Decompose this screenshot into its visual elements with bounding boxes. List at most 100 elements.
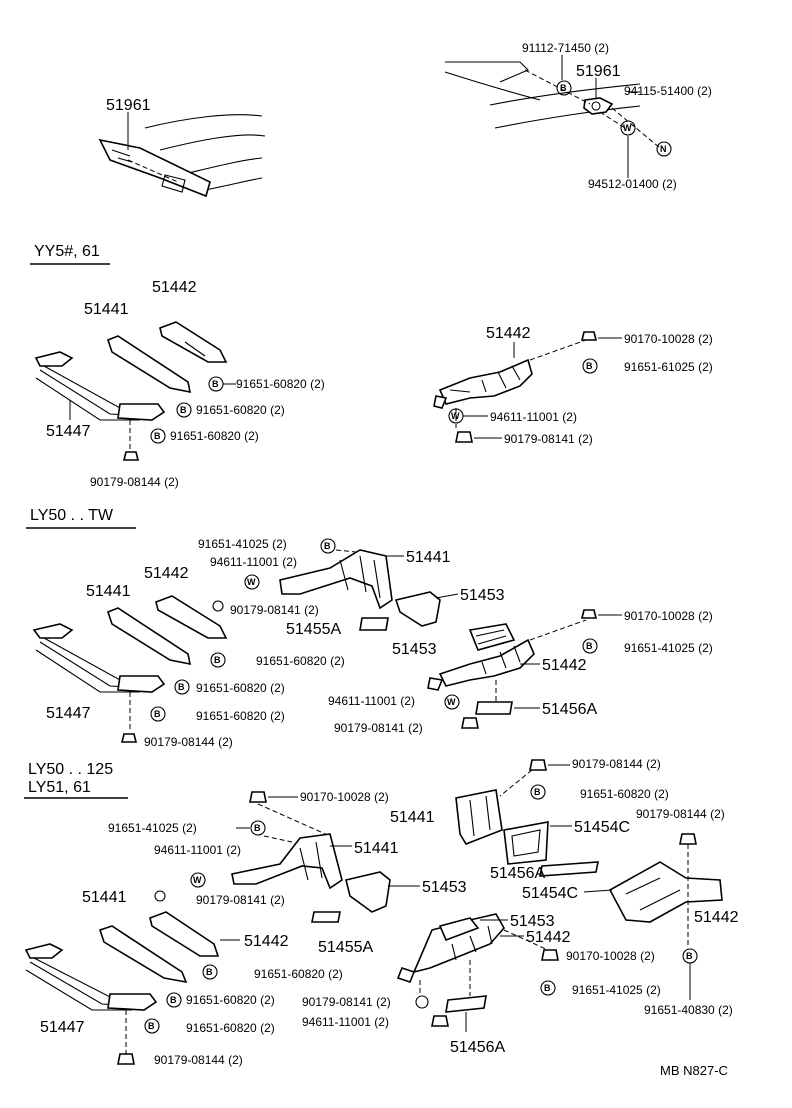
bolt-symbol bbox=[556, 80, 572, 96]
nut-icon bbox=[117, 1053, 135, 1065]
part-90170-10028-125: 90170-10028 (2) bbox=[300, 790, 389, 804]
part-91651-41025-tw: 91651-41025 (2) bbox=[624, 641, 713, 655]
washer-symbol bbox=[244, 574, 260, 590]
part-51456a-tw: 51456A bbox=[542, 701, 597, 718]
nut-icon bbox=[249, 791, 267, 803]
part-90179-08144-125-r1: 90179-08144 (2) bbox=[572, 757, 661, 771]
part-51455a-125: 51455A bbox=[318, 939, 373, 956]
section-title-yy: YY5#, 61 bbox=[34, 243, 100, 260]
bolt-symbol bbox=[144, 1018, 160, 1034]
bolt-symbol-letter: B bbox=[544, 983, 551, 993]
bolt-symbol bbox=[150, 706, 166, 722]
part-91651-41025-125-r: 91651-41025 (2) bbox=[572, 983, 661, 997]
part-90179-08141-125: 90179-08141 (2) bbox=[196, 893, 285, 907]
leader bbox=[435, 593, 459, 599]
bolt-symbol bbox=[150, 428, 166, 444]
part-90179-08144-yy: 90179-08144 (2) bbox=[90, 475, 179, 489]
bolt-symbol-letter: B bbox=[254, 823, 261, 833]
part-90179-08144-tw: 90179-08144 (2) bbox=[144, 735, 233, 749]
part-91651-40830-125-r: 91651-40830 (2) bbox=[644, 1003, 733, 1017]
part-91651-60820-125-r: 91651-60820 (2) bbox=[580, 787, 669, 801]
part-90179-08144-125: 90179-08144 (2) bbox=[154, 1053, 243, 1067]
bolt-symbol bbox=[582, 358, 598, 374]
bolt-symbol-letter: B bbox=[560, 83, 567, 93]
part-51442-125-far-right: 51442 bbox=[694, 909, 739, 926]
part-94611-11001-tw: 94611-11001 (2) bbox=[328, 694, 415, 708]
part-90179-08144-125-r2: 90179-08144 (2) bbox=[636, 807, 725, 821]
section-title-ly125-a: LY50 . . 125 bbox=[28, 761, 113, 778]
part-91651-60820-a: 91651-60820 (2) bbox=[236, 377, 325, 391]
part-91651-60820-125-a: 91651-60820 (2) bbox=[254, 967, 343, 981]
part-94115-51400: 94115-51400 (2) bbox=[624, 84, 712, 98]
bolt-symbol bbox=[210, 652, 226, 668]
part-91651-60820-b: 91651-60820 (2) bbox=[196, 403, 285, 417]
nut-icon bbox=[122, 451, 140, 461]
part-51454c-125-a: 51454C bbox=[574, 819, 630, 836]
nut-icon bbox=[154, 890, 166, 902]
washer-symbol-letter: W bbox=[447, 697, 456, 707]
part-91651-61025-yy: 91651-61025 (2) bbox=[624, 360, 713, 374]
bolt-symbol-letter: B bbox=[324, 541, 331, 551]
part-91651-60820-125-c: 91651-60820 (2) bbox=[186, 1021, 275, 1035]
washer-symbol-letter: W bbox=[451, 411, 460, 421]
bolt-symbol-letter: B bbox=[586, 361, 593, 371]
bolt-symbol-letter: B bbox=[686, 951, 693, 961]
part-51453-125-right: 51453 bbox=[510, 913, 555, 930]
nut-icon bbox=[461, 717, 479, 729]
washer-symbol bbox=[190, 872, 206, 888]
part-51442-tw-left: 51442 bbox=[144, 565, 189, 582]
tw-center-assembly bbox=[279, 549, 441, 631]
part-51961-right: 51961 bbox=[576, 63, 621, 80]
nut-icon bbox=[541, 949, 559, 961]
part-94611-11001-125-r: 94611-11001 (2) bbox=[302, 1015, 389, 1029]
bolt-symbol-letter: B bbox=[214, 655, 221, 665]
washer-symbol bbox=[444, 694, 460, 710]
part-51442-125-left: 51442 bbox=[244, 933, 289, 950]
part-51453-tw-b: 51453 bbox=[392, 641, 437, 658]
ly125-right-assembly bbox=[396, 769, 723, 1032]
part-91651-60820-125-b: 91651-60820 (2) bbox=[186, 993, 275, 1007]
bolt-symbol-letter: B bbox=[586, 641, 593, 651]
ly125-center-assembly bbox=[231, 803, 391, 923]
part-51442-yy-left: 51442 bbox=[152, 279, 197, 296]
part-51441-yy: 51441 bbox=[84, 301, 129, 318]
part-51961-left: 51961 bbox=[106, 97, 151, 114]
bolt-symbol bbox=[320, 538, 336, 554]
washer-symbol-letter: W bbox=[623, 123, 632, 133]
part-51447-tw: 51447 bbox=[46, 705, 91, 722]
part-91651-60820-tw-b: 91651-60820 (2) bbox=[196, 681, 285, 695]
section-title-ly125-b: LY51, 61 bbox=[28, 779, 91, 796]
part-51442-yy-right: 51442 bbox=[486, 325, 531, 342]
yy-right-assembly bbox=[433, 339, 587, 428]
nut-icon bbox=[580, 609, 598, 619]
nut-icon bbox=[212, 600, 224, 612]
part-51454c-125-b: 51454C bbox=[522, 885, 578, 902]
leader bbox=[583, 889, 613, 893]
washer-symbol-letter: W bbox=[247, 577, 256, 587]
bolt-symbol bbox=[540, 980, 556, 996]
part-51456a-125-b: 51456A bbox=[450, 1039, 505, 1056]
nut-symbol-letter: N bbox=[660, 144, 667, 154]
tw-right-assembly bbox=[427, 619, 587, 715]
bolt-symbol bbox=[250, 820, 266, 836]
part-90179-08141-tw: 90179-08141 (2) bbox=[334, 721, 423, 735]
top-left-assembly bbox=[98, 112, 266, 198]
tw-left-assembly bbox=[32, 595, 228, 732]
bolt-symbol-letter: B bbox=[212, 379, 219, 389]
part-90179-08141-yy: 90179-08141 (2) bbox=[504, 432, 593, 446]
part-91651-41025-tw-top: 91651-41025 (2) bbox=[198, 537, 287, 551]
nut-icon bbox=[679, 833, 697, 845]
part-91651-41025-125: 91651-41025 (2) bbox=[108, 821, 197, 835]
section-title-ly-tw: LY50 . . TW bbox=[30, 507, 114, 524]
part-90170-10028-tw: 90170-10028 (2) bbox=[624, 609, 713, 623]
part-51442-tw-right: 51442 bbox=[542, 657, 587, 674]
bolt-symbol-letter: B bbox=[170, 995, 177, 1005]
part-91651-60820-tw-c: 91651-60820 (2) bbox=[196, 709, 285, 723]
ly125-left-assembly bbox=[24, 911, 220, 1054]
part-90179-08141-tw-top: 90179-08141 (2) bbox=[230, 603, 319, 617]
part-91651-60820-c: 91651-60820 (2) bbox=[170, 429, 259, 443]
part-51453-tw-a: 51453 bbox=[460, 587, 505, 604]
part-51447-125: 51447 bbox=[40, 1019, 85, 1036]
bolt-symbol-letter: B bbox=[534, 787, 541, 797]
